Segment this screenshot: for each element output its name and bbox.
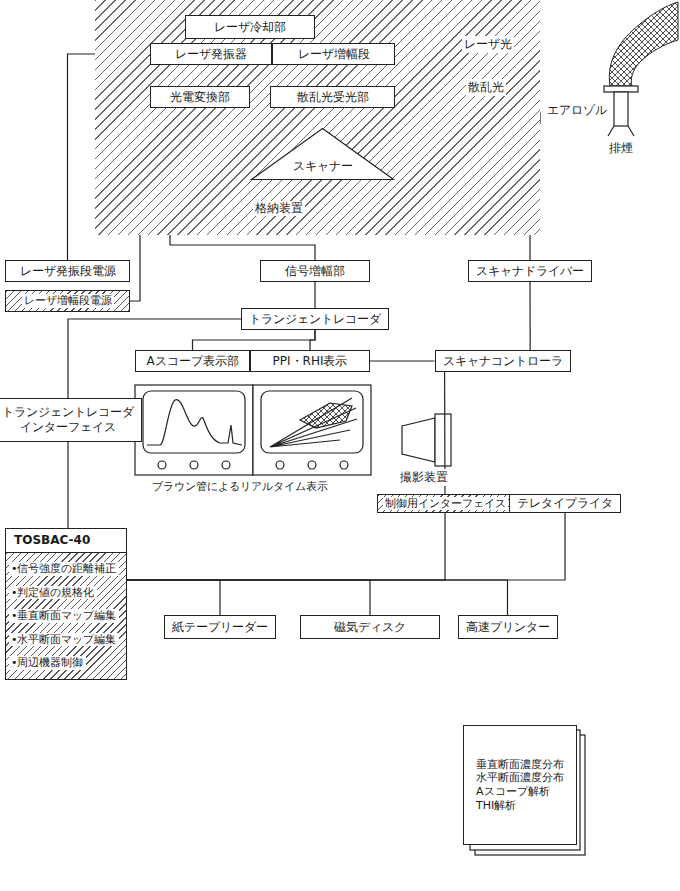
process-box: スキャナコントローラ xyxy=(435,350,571,372)
crt-ppi xyxy=(253,385,371,475)
box-label: レーザ増幅段 xyxy=(296,47,372,62)
process-box: 信号増幅部 xyxy=(260,260,370,282)
chimney-legs xyxy=(608,126,634,136)
output-item: 水平断面濃度分布 xyxy=(474,771,566,785)
box-label: 制御用インターフェイス xyxy=(383,497,508,511)
output-item: Aスコープ解析 xyxy=(474,785,552,799)
connector xyxy=(127,513,565,580)
process-box: レーザ増幅段 xyxy=(272,43,395,65)
connector xyxy=(314,282,315,308)
computer-box: TOSBAC-40 •信号強度の距離補正 •判定値の規格化 •垂直断面マップ編集 •水平… xyxy=(5,528,127,680)
computer-title: TOSBAC-40 xyxy=(12,533,92,548)
power-box: レーザ発振段電源 xyxy=(5,260,130,282)
annotation-label: レーザ光 xyxy=(462,36,514,53)
box-label: Aスコープ表示部 xyxy=(144,354,240,369)
device-box: 磁気ディスク xyxy=(300,615,440,639)
scanner-triangle: スキャナー xyxy=(250,128,395,180)
box-label: 高速プリンター xyxy=(464,620,552,635)
interface-box: トランジェントレコーダ インターフェイス xyxy=(0,398,142,442)
annotation-label: 撮影装置 xyxy=(398,469,450,486)
chimney-cap xyxy=(604,86,638,92)
function-item: •水平断面マップ編集 xyxy=(9,633,119,647)
process-box: 散乱光受光部 xyxy=(270,86,395,108)
chimney-stem xyxy=(614,92,628,126)
box-label: テレタイプライタ xyxy=(515,496,615,511)
function-item: •周辺機器制御 xyxy=(9,656,86,670)
box-label: 磁気ディスク xyxy=(332,620,408,635)
box-label: トランジェントレコーダ インターフェイス xyxy=(0,405,141,435)
box-label: トランジェントレコーダ xyxy=(247,312,383,327)
connector xyxy=(127,580,220,615)
annotation-label: ブラウン管によるリアルタイム表示 xyxy=(150,479,330,494)
box-label: レーザ発振段電源 xyxy=(18,264,118,279)
display-box: PPI・RHI表示 xyxy=(250,350,370,372)
function-item: •信号強度の距離補正 xyxy=(9,562,119,576)
output-item: THI解析 xyxy=(474,799,518,813)
device-box: 紙テープリーダー xyxy=(164,615,276,639)
process-box: レーザ発振器 xyxy=(150,43,272,65)
function-item: •判定値の規格化 xyxy=(9,586,97,600)
annotation-label: エアロゾル xyxy=(545,102,609,119)
process-box: 光電変換部 xyxy=(150,86,250,108)
output-item: 垂直断面濃度分布 xyxy=(474,758,566,772)
connector xyxy=(310,330,315,350)
connector xyxy=(67,442,68,528)
annotation-label: 排煙 xyxy=(607,140,635,157)
housing-label: 格納装置 xyxy=(253,201,305,216)
crt-a-scope xyxy=(135,385,253,475)
box-label: スキャナコントローラ xyxy=(441,354,565,369)
box-label: PPI・RHI表示 xyxy=(271,354,350,369)
process-box: スキャナドライバー xyxy=(468,260,592,282)
display-box: Aスコープ表示部 xyxy=(135,350,250,372)
connector xyxy=(127,513,445,580)
box-label: レーザ増幅段電源 xyxy=(22,294,114,308)
box-label: 散乱光受光部 xyxy=(295,90,371,105)
scanner-label: スキャナー xyxy=(291,159,355,174)
box-label: レーザ発振器 xyxy=(173,47,249,62)
connector xyxy=(127,580,508,615)
connector xyxy=(370,360,435,361)
box-label: 信号増幅部 xyxy=(283,264,347,279)
output-sheet: 垂直断面濃度分布水平断面濃度分布Aスコープ解析THI解析 xyxy=(463,725,577,845)
device-box: 高速プリンター xyxy=(458,615,558,639)
power-box: レーザ増幅段電源 xyxy=(5,290,130,312)
device-box: テレタイプライタ xyxy=(509,494,621,513)
process-box: レーザ冷却部 xyxy=(185,15,315,39)
connector xyxy=(193,330,316,350)
camera xyxy=(402,414,451,466)
function-item: •垂直断面マップ編集 xyxy=(9,609,119,623)
computer-title-row: TOSBAC-40 xyxy=(6,529,126,553)
annotation-label: 散乱光 xyxy=(466,79,506,96)
box-label: スキャナドライバー xyxy=(474,264,586,279)
box-label: 紙テープリーダー xyxy=(170,620,270,635)
connector xyxy=(127,580,370,615)
connector xyxy=(68,319,241,398)
process-box: トランジェントレコーダ xyxy=(241,308,389,330)
box-label: 光電変換部 xyxy=(168,90,232,105)
connector xyxy=(529,282,530,350)
box-label: レーザ冷却部 xyxy=(212,20,288,35)
smoke-plume xyxy=(609,2,678,86)
function-list: •信号強度の距離補正 •判定値の規格化 •垂直断面マップ編集 •水平断面マップ編集 •周… xyxy=(6,553,126,679)
interface-box: 制御用インターフェイス xyxy=(377,494,514,513)
